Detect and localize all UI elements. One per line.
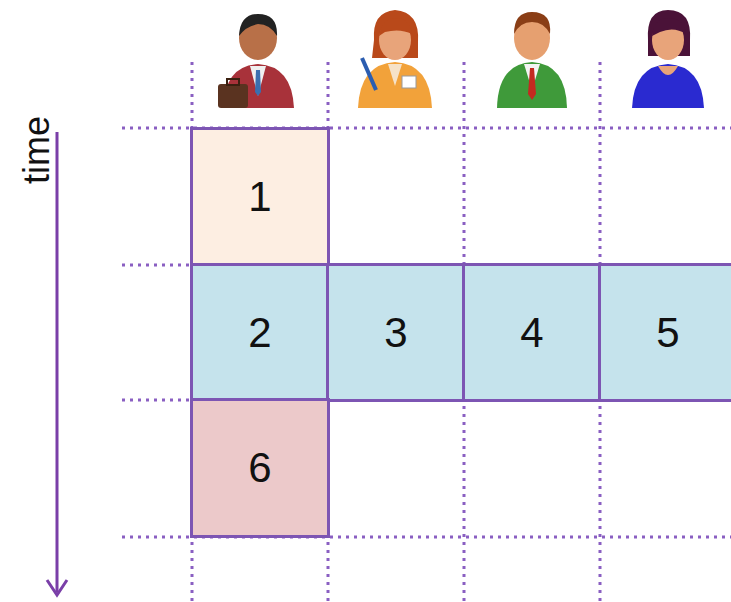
step-number: 1	[248, 173, 271, 221]
timeline-cell: 1	[190, 127, 330, 267]
axis-label: time	[16, 116, 58, 184]
person-icon	[218, 14, 294, 108]
person-icon	[358, 10, 432, 108]
timeline-cell: 2	[190, 263, 330, 402]
timeline-cell: 4	[462, 263, 602, 402]
timeline-cell: 3	[326, 263, 466, 402]
person-icon	[497, 12, 567, 108]
person-icon	[632, 10, 704, 108]
step-number: 5	[656, 309, 679, 357]
step-number: 2	[248, 309, 271, 357]
step-number: 3	[384, 309, 407, 357]
timeline-cell: 6	[190, 398, 330, 538]
time-arrow	[47, 132, 67, 595]
step-number: 4	[520, 309, 543, 357]
step-number: 6	[248, 444, 271, 492]
timeline-cell: 5	[598, 263, 731, 402]
